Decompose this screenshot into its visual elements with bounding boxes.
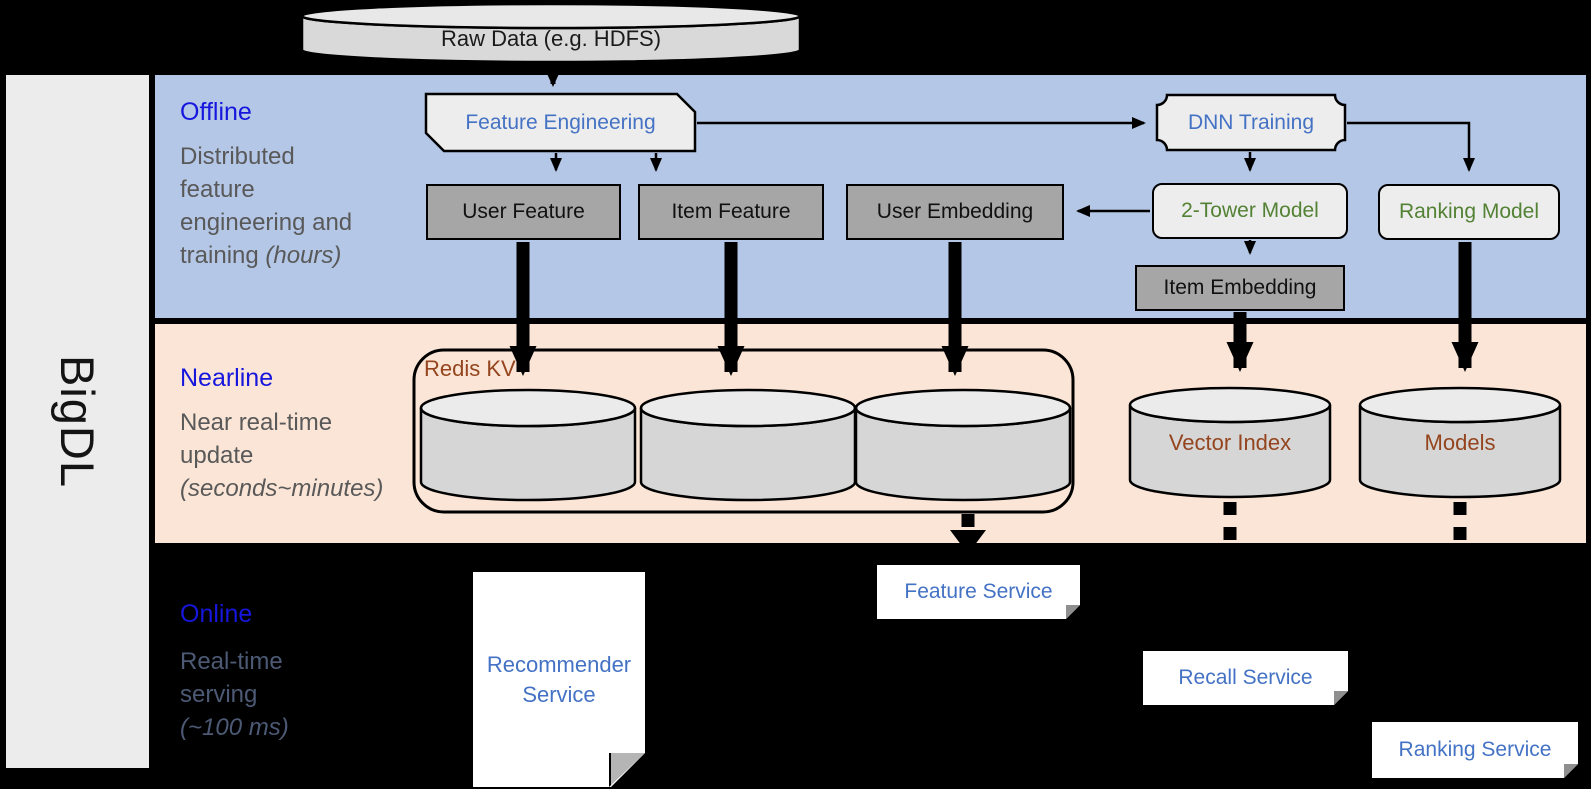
item-feature-box: Item Feature [638,184,824,240]
bigdl-brand-bar: BigDL [6,75,149,768]
feature-service-card: Feature Service [877,565,1080,619]
recall-service-card: Recall Service [1143,651,1348,705]
user-feature-box: User Feature [426,184,621,240]
user-embedding-box: User Embedding [846,184,1064,240]
feature-engineering-label: Feature Engineering [465,110,656,134]
online-section-title: Online [180,600,253,628]
offline-section-title: Offline [180,98,252,126]
dnn-training-label: DNN Training [1187,110,1315,134]
raw-data-label: Raw Data (e.g. HDFS) [440,26,662,51]
ranking-service-label: Ranking Service [1398,738,1552,761]
folded-corner-icon [609,753,645,787]
offline-section-desc: Distributed feature engineering and trai… [180,143,353,269]
two-tower-model-box: 2-Tower Model [1152,183,1348,239]
recall-service-label: Recall Service [1178,666,1313,689]
item-embedding-box: Item Embedding [1135,265,1345,311]
folded-corner-icon [1334,691,1348,705]
redis-kv-label: Redis KV [424,356,516,381]
models-label: Models [1424,430,1496,455]
bigdl-brand-label: BigDL [51,354,104,488]
folded-corner-icon [1564,764,1578,778]
ranking-service-card: Ranking Service [1372,722,1578,778]
recommender-service-label: Recommender Service [486,651,632,707]
vector-index-label: Vector Index [1168,430,1292,455]
folded-corner-icon [1066,605,1080,619]
online-section-desc: Real-time serving (~100 ms) [180,648,289,741]
nearline-section-desc: Near real-time update (seconds~minutes) [180,409,384,502]
nearline-section-title: Nearline [180,364,274,392]
ranking-model-box: Ranking Model [1378,184,1560,240]
recommender-service-card: Recommender Service [473,572,645,787]
feature-service-label: Feature Service [904,580,1053,603]
